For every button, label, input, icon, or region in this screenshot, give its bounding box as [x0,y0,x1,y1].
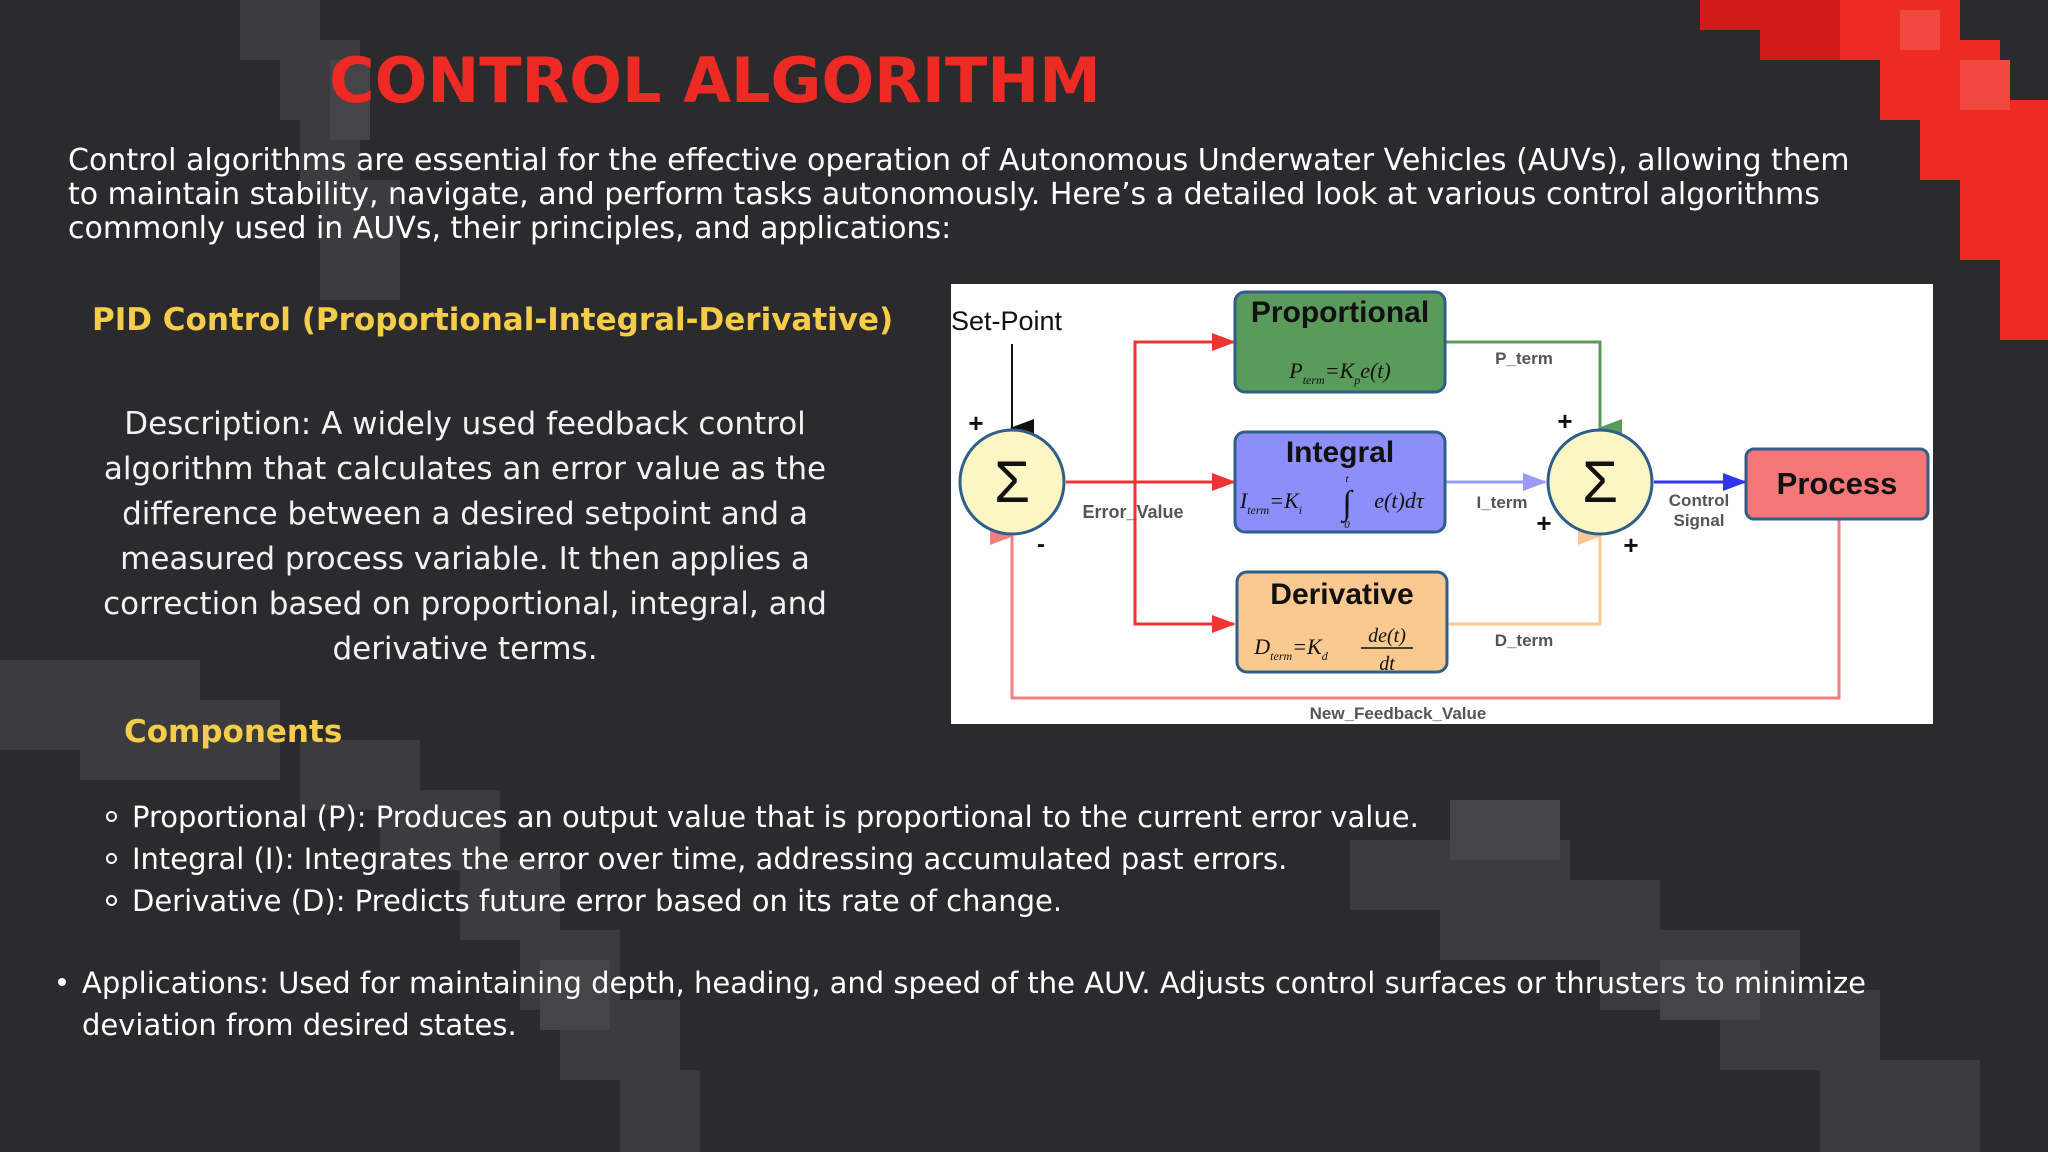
intro-paragraph: Control algorithms are essential for the… [68,143,1850,246]
summing-junction-1 [958,428,1066,536]
integral-sign: ∫ [1340,485,1354,524]
circle-bullet-icon [106,811,117,822]
p-term-arrow [1445,340,1622,437]
error-to-derivative-arrow [1133,482,1236,633]
components-list: Proportional (P): Produces an output val… [104,796,1419,922]
proportional-block [1233,290,1447,394]
process-block [1744,447,1930,521]
applications-text: Applications: Used for maintaining depth… [82,966,1867,1042]
derivative-denominator: dt [1379,653,1395,675]
plus-sign: + [1623,530,1638,560]
pid-diagram-svg: Σ + - Σ + + + Proportional Pterm=Kpe(t) … [951,290,1930,723]
proportional-label: Proportional [1251,296,1429,329]
circle-bullet-icon [106,895,117,906]
derivative-label: Derivative [1270,578,1413,611]
set-point-label: Set-Point [951,306,1063,336]
circle-bullet-icon [106,853,117,864]
error-to-proportional-arrow [1133,333,1236,482]
applications-paragraph: Applications: Used for maintaining depth… [56,962,1902,1046]
feedback-arrow [990,520,1841,700]
integral-formula-lhs: Iterm=Ki [1239,488,1302,517]
list-item: Derivative (D): Predicts future error ba… [104,880,1419,922]
list-item: Integral (I): Integrates the error over … [104,838,1419,880]
feedback-label: New_Feedback_Value [1310,704,1487,723]
proportional-formula: Pterm=Kpe(t) [1288,358,1391,387]
list-item: Proportional (P): Produces an output val… [104,796,1419,838]
sigma-1: Σ [994,450,1030,515]
component-proportional: Proportional (P): Produces an output val… [132,800,1419,834]
pid-heading: PID Control (Proportional-Integral-Deriv… [92,302,894,338]
integral-label: Integral [1286,436,1394,469]
components-heading: Components [124,714,343,750]
derivative-formula-lhs: Dterm=Kd [1253,634,1328,663]
component-derivative: Derivative (D): Predicts future error ba… [132,884,1063,918]
integral-block [1233,430,1447,534]
sigma-2: Σ [1582,450,1618,515]
pid-description: Description: A widely used feedback cont… [103,406,827,667]
plus-sign: + [968,408,983,438]
control-label: Control [1669,491,1729,510]
integral-formula-rhs: e(t)dτ [1374,488,1425,513]
p-term-label: P_term [1495,349,1553,368]
derivative-block [1235,570,1449,674]
process-label: Process [1777,466,1898,501]
i-term-label: I_term [1476,493,1527,512]
integral-upper-limit: t [1345,473,1349,485]
signal-label: Signal [1673,511,1724,530]
summing-junction-2 [1546,428,1654,536]
minus-sign: - [1037,531,1045,558]
pid-diagram: Σ + - Σ + + + Proportional Pterm=Kpe(t) … [951,284,1933,724]
error-value-label: Error_Value [1082,502,1183,522]
plus-sign: + [1536,508,1551,538]
d-term-arrow [1445,527,1602,626]
derivative-numerator: de(t) [1368,625,1406,647]
d-term-label: D_term [1495,631,1554,650]
component-integral: Integral (I): Integrates the error over … [132,842,1288,876]
slide-title: CONTROL ALGORITHM [329,44,1101,117]
plus-sign: + [1557,406,1572,436]
integral-lower-limit: 0 [1344,519,1350,531]
bullet-icon [58,978,66,986]
